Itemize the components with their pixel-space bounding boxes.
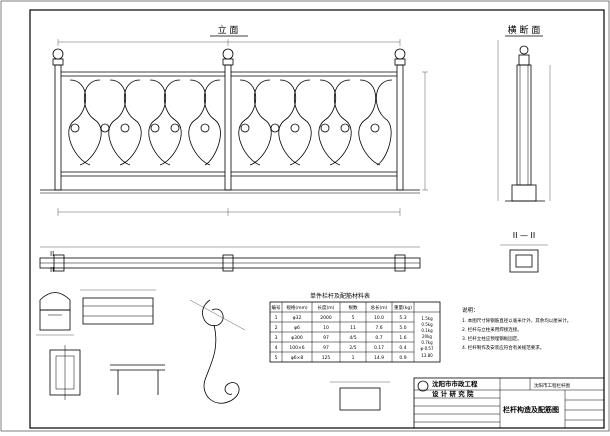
institute-name-line1: 沈阳市市政工程 <box>432 379 478 388</box>
post-left <box>52 48 64 191</box>
ornament-left-panel <box>68 79 221 166</box>
table-cell: 97 <box>323 345 329 351</box>
note-line: 4. 栏杆制作及安装应符合有关规范要求。 <box>462 344 544 351</box>
elevation-view: 立 面 <box>40 24 428 216</box>
table-cell: 7.6 <box>375 325 382 331</box>
table-cell: 0.17 <box>374 345 384 351</box>
table-cell: φ300 <box>291 335 303 341</box>
table-cell: 1 <box>275 315 278 321</box>
section-view: 横 断 面 <box>497 24 551 202</box>
side-value: 1.5kg <box>421 316 433 321</box>
notes-block: 说明： 1. 本图尺寸除钢筋直径以毫米计外，其余均以厘米计。 2. 栏杆与立柱采… <box>462 306 571 351</box>
table-header-cell: 编号 <box>272 304 281 311</box>
table-cell: 97 <box>323 335 329 341</box>
table-row: 2 φ6 10 11 7.6 5.0 <box>275 325 407 331</box>
table-cell: 4 <box>275 345 278 351</box>
section-ii-detail: II — II <box>500 231 548 273</box>
table-cell: 0.4 <box>399 345 406 351</box>
table-cell: 5.3 <box>399 315 406 321</box>
table-cell: 1 <box>352 355 355 361</box>
detail-rail <box>80 289 156 325</box>
side-value: 0.1kg <box>421 328 433 333</box>
table-row: 1 φ32 2000 5 10.0 5.3 <box>275 315 407 321</box>
table-header-cell: 重量(kg) <box>394 304 412 311</box>
post-right <box>394 48 406 191</box>
table-row: 3 φ300 97 4/5 0.7 1.6 <box>275 335 407 341</box>
plan-view: II II <box>39 246 421 274</box>
side-value: 13.80 <box>421 353 433 358</box>
detail-plate <box>330 381 390 411</box>
title-block: 沈阳市市政工程 设 计 研 究 院 沈阳市工程栏杆图 栏杆构造及配筋图 <box>413 377 605 429</box>
institute-logo-icon <box>417 380 429 392</box>
table-cell: φ6×8 <box>291 355 304 361</box>
detail-scroll <box>189 299 246 404</box>
inner-frame <box>29 9 605 429</box>
table-cell: 3 <box>275 335 278 341</box>
section-mark-title: II — II <box>513 231 536 240</box>
table-header-row: 编号 规格(mm) 长度(m) 根数 总长(m) 重量(kg) <box>272 304 413 311</box>
side-value: 20kg <box>422 334 432 339</box>
post-middle <box>222 48 234 191</box>
table-cell: 10.0 <box>374 315 384 321</box>
section-mark-left: II <box>50 250 54 258</box>
side-value: 0.5kg <box>421 322 433 327</box>
elevation-title: 立 面 <box>218 24 239 36</box>
table-cell: 14.9 <box>374 355 384 361</box>
table-header-cell: 根数 <box>349 304 358 311</box>
table-header-cell: 长度(m) <box>318 304 335 311</box>
table-title: 单件栏杆及配筋材料表 <box>310 292 370 300</box>
side-value: φ-0.57 <box>421 346 434 351</box>
table-cell: 5 <box>352 315 355 321</box>
table-cell: 5 <box>275 355 278 361</box>
table-cell: 2/5 <box>349 345 356 351</box>
table-cell: 0.9 <box>399 355 406 361</box>
ornament-right-panel <box>238 79 393 166</box>
note-line: 1. 本图尺寸除钢筋直径以毫米计外，其余均以厘米计。 <box>462 317 571 324</box>
material-table: 单件栏杆及配筋材料表 编号 规格(mm) 长度(m) 根数 总长(m) 重量(k… <box>269 292 441 363</box>
table-cell: 11 <box>350 325 356 331</box>
section-title: 横 断 面 <box>508 24 541 36</box>
side-value: 0.7kg <box>421 340 433 345</box>
table-cell: 125 <box>322 355 331 361</box>
section-mark-left-bottom: II <box>50 266 54 274</box>
table-header-cell: 规格(mm) <box>286 304 308 311</box>
table-cell: 4/5 <box>349 335 356 341</box>
detail-bracket <box>110 364 165 395</box>
drawing-title: 栏杆构造及配筋图 <box>503 405 559 414</box>
table-cell: φ32 <box>293 315 302 321</box>
table-row: 4 100×6 97 2/5 0.17 0.4 <box>275 345 407 351</box>
table-row: 5 φ6×8 125 1 14.9 0.9 <box>275 355 407 361</box>
table-header-cell: 总长(m) <box>371 304 388 311</box>
table-cell: 2000 <box>320 315 332 321</box>
institute-name-line2: 设 计 研 究 院 <box>432 389 474 398</box>
detail-base-plate <box>49 345 81 400</box>
table-cell: 2 <box>275 325 278 331</box>
table-cell: 1.6 <box>399 335 406 341</box>
table-cell: 10 <box>323 325 329 331</box>
note-line: 2. 栏杆与立柱采用焊接连接。 <box>462 326 522 333</box>
table-cell: 0.7 <box>375 335 382 341</box>
detail-cap <box>36 292 74 336</box>
notes-heading: 说明： <box>462 306 479 314</box>
note-line: 3. 栏杆立柱应预埋钢板固定。 <box>462 335 522 342</box>
project-name: 沈阳市工程栏杆图 <box>534 382 570 389</box>
table-side-values: 1.5kg 0.5kg 0.1kg 20kg 0.7kg φ-0.57 13.8… <box>421 316 434 358</box>
table-cell: 5.0 <box>399 325 406 331</box>
table-cell: φ6 <box>294 325 300 331</box>
table-cell: 100×6 <box>289 345 304 351</box>
